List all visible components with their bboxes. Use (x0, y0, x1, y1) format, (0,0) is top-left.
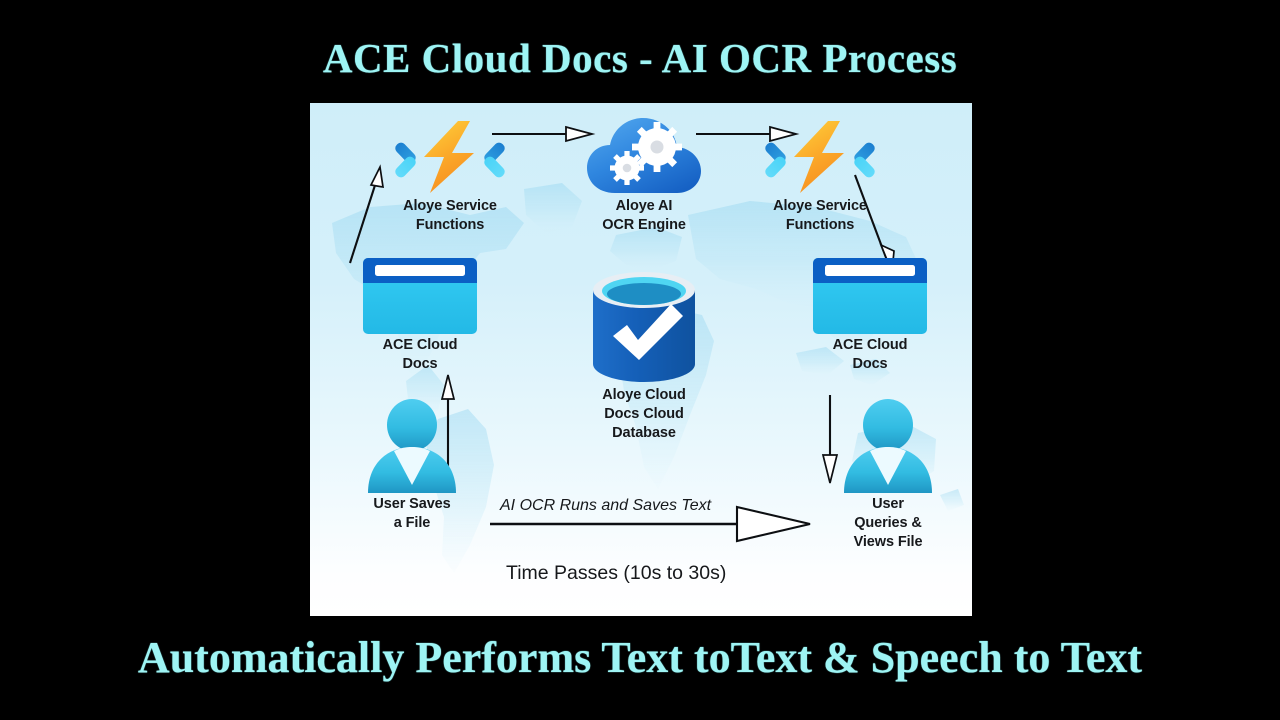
node-label: ACE Cloud Docs (382, 337, 458, 372)
node-label: Aloye Service Functions (403, 198, 497, 233)
node-docs-left[interactable]: ACE Cloud Docs (340, 256, 500, 374)
node-label: User Saves a File (373, 496, 451, 531)
page-footer: Automatically Performs Text toText & Spe… (137, 633, 1143, 682)
arrow-time-flow (490, 505, 811, 543)
arrow-docs-right-to-user-right (821, 395, 839, 484)
browser-window-icon (813, 258, 927, 334)
database-check-icon (593, 272, 695, 382)
arrow-user-left-to-docs-left (440, 374, 456, 471)
node-label: Aloye Service Functions (773, 198, 867, 233)
node-user-right[interactable]: User Queries & Views File (808, 399, 968, 552)
node-ocr-engine[interactable]: Aloye AI OCR Engine (564, 113, 724, 235)
page-title: ACE Cloud Docs - AI OCR Process (322, 35, 958, 81)
node-database[interactable]: Aloye Cloud Docs Cloud Database (564, 268, 724, 443)
user-icon (368, 399, 456, 493)
azure-functions-icon (765, 121, 875, 193)
node-user-left[interactable]: User Saves a File (332, 399, 492, 533)
cloud-gears-icon (587, 118, 701, 193)
time-label: Time Passes (10s to 30s) (506, 562, 727, 584)
node-label: ACE Cloud Docs (832, 337, 908, 372)
node-label: User Queries & Views File (853, 496, 923, 550)
flow-label: AI OCR Runs and Saves Text (500, 497, 712, 514)
arrow-functions-left-to-ocr (492, 125, 596, 143)
node-functions-right[interactable]: Aloye Service Functions (740, 117, 900, 235)
node-functions-left[interactable]: Aloye Service Functions (370, 117, 530, 235)
diagram-panel: Aloye Service Functions (310, 103, 972, 616)
arrow-ocr-to-functions-right (696, 125, 800, 143)
node-label: Aloye AI OCR Engine (602, 198, 686, 233)
arrow-docs-left-to-functions-left (349, 164, 385, 264)
user-icon (844, 399, 932, 493)
node-label: Aloye Cloud Docs Cloud Database (602, 387, 686, 441)
node-docs-right[interactable]: ACE Cloud Docs (790, 256, 950, 374)
browser-window-icon (363, 258, 477, 334)
azure-functions-icon (395, 121, 505, 193)
